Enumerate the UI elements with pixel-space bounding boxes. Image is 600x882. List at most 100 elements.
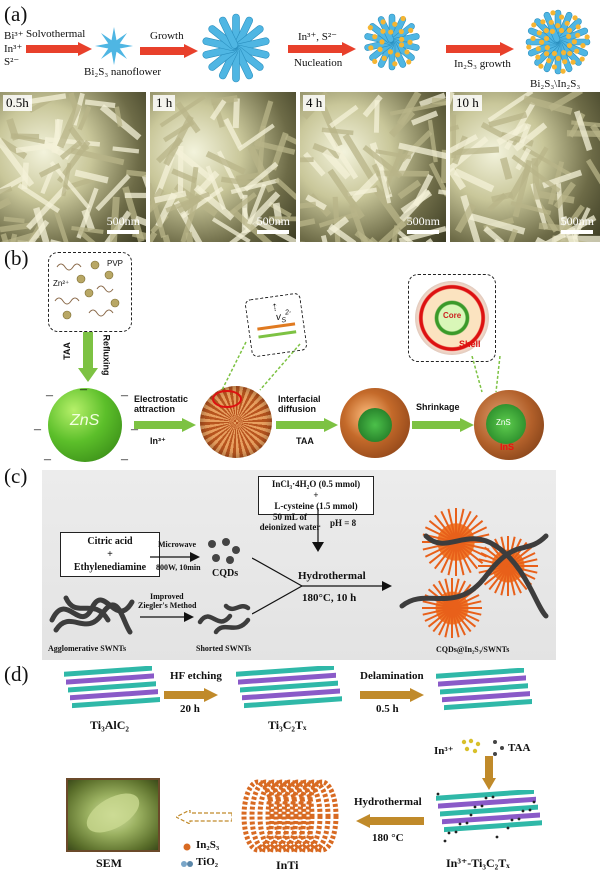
shorted-label: Shorted SWNTs [196,644,252,653]
in-s-ions-label: In³⁺, S²⁻ [298,31,337,43]
ti3c2tx-label: Ti₃C₂Tₓ [268,718,307,732]
precursor-box: PVP Zn²⁺ [48,252,132,332]
sem-image-4h: 4 h 500nm [300,92,446,242]
arrow-delamination [360,688,424,702]
sem-time-label: 4 h [303,95,326,111]
delaminated-ti3c2tx [436,668,532,711]
electrostatic-label: Electrostatic attraction [134,394,189,414]
zns-small-label: ZnS [496,418,511,427]
cqds-in2s3-swnts-product-icon [399,508,549,638]
refluxing-label: Refluxing [101,334,112,376]
arrow-in2s3-growth [446,42,514,56]
tio2-legend-icon [181,861,193,867]
d-taa-label: TAA [508,742,531,754]
in3-label: In³⁺ [150,436,166,446]
panel-d-label: (d) [4,662,29,686]
ions-label: Bi³⁺ In³⁺ S²⁻ [4,30,24,68]
shrinkage-label: Shrinkage [416,402,460,412]
arrow-nucleation [288,42,356,56]
d-in3-label: In³⁺ [434,745,454,757]
taa-label: TAA [61,342,72,360]
bi2s3-nanoflower-icon [95,27,133,65]
panel-b-label: (b) [4,246,29,270]
arrow-shrinkage [412,418,474,432]
ph-label: pH = 8 [330,518,357,528]
sem-time-label: 10 h [453,95,482,111]
hydro-cond-label: 180°C, 10 h [302,592,357,604]
vs-sup: 2- [284,308,292,317]
sem-time-label: 0.5h [3,95,32,111]
arrow-down-reagents [312,508,324,552]
plus-label: + [107,549,113,560]
bi2s3-nanoflower-label: Bi₂S₃ nanoflower [84,66,162,78]
sem-image-10h: 10 h 500nm [450,92,600,242]
ti3c2tx-layers [236,666,342,709]
c-product-label: CQDs@In₂S₃/SWNTs [436,645,510,654]
sem-label: SEM [96,856,123,870]
delam-time-label: 0.5 h [376,703,399,715]
zns-label: ZnS [70,412,100,429]
taa-molecule-icon [493,740,504,756]
scale-bar: 500nm [407,214,440,234]
hf-time-label: 20 h [180,703,200,715]
delamination-label: Delamination [360,670,424,682]
shell-label: Shell [459,339,481,349]
core-shell-sphere: ZnS InS [474,390,544,460]
nucleated-flower-icon [364,13,420,71]
microwave-label: Microwave [158,540,197,549]
charge-marks: – – – – – – – [34,382,138,467]
scale-bar: 500nm [107,214,140,234]
arrow-down-d [482,756,496,790]
ins-label: InS [500,442,515,452]
pvp-label: PVP [107,259,124,268]
cqds-icon [208,538,240,564]
vs-sub: S [281,316,287,325]
cqds-label: CQDs [212,568,239,579]
reagents-top-1: InCl₃·4H₂O (0.5 mmol) [271,479,361,489]
sem-image-1h: 1 h 500nm [150,92,296,242]
growth-label: Growth [150,30,184,42]
zns-sphere [48,388,122,462]
red-ring-marker [212,390,242,408]
nucleation-label: Nucleation [294,57,343,69]
in3-particles-icon [461,738,481,754]
ethylenediamine-label: Ethylenediamine [73,562,147,573]
zn-label: Zn²⁺ [53,279,70,288]
ti3alc2-label: Ti₃AlC₂ [90,718,129,732]
product-label: Bi₂S₃\In₂S₃ [530,78,581,90]
citric-label: Citric acid [87,536,133,547]
solvothermal-label: Solvothermal [26,28,86,40]
arrow-microwave [150,552,200,562]
arrow-electrostatic [134,418,196,432]
sem-image-0-5h: 0.5h 500nm [0,92,146,242]
ti3alc2-layers [64,666,160,709]
scale-bar: 500nm [257,214,290,234]
inti-label: InTi [276,858,299,872]
agglomerative-label: Agglomerative SWNTs [48,644,127,653]
panel-a-label: (a) [4,2,28,26]
in3-ti3c2tx-layers [436,790,542,843]
sem-time-label: 1 h [153,95,176,111]
bi2s3-in2s3-product-icon [525,9,591,75]
shorted-swnts-icon [197,603,251,635]
citric-box: Citric acid + Ethylenediamine [60,532,160,577]
in2s3-legend-label: In₂S₃ [196,839,220,851]
scale-bar: 500nm [561,214,594,234]
ziegler-label: Ziegler's Method [138,601,197,610]
merge-arrow [252,557,392,615]
taa2-label: TAA [296,436,314,446]
microwave-cond-label: 800W, 10min [156,563,201,572]
arrow-interfacial [276,418,338,432]
arrow-hydrothermal-d [356,814,424,828]
water-label: 50 mL of deionized water [259,512,321,532]
arrow-growth [140,44,198,58]
inset-connector-lines-2 [471,356,501,393]
d-hydrothermal-label: Hydrothermal [354,796,422,808]
interfacial-label: Interfacial diffusion [278,394,321,414]
diffusion-sphere [340,388,410,458]
in2s3-legend-icon [183,843,191,851]
arrow-hf-etching [164,688,218,702]
in2s3-growth-label: In₂S₃ growth [454,58,511,70]
panel-c-label: (c) [4,464,28,488]
arrow-ziegler [140,612,194,622]
